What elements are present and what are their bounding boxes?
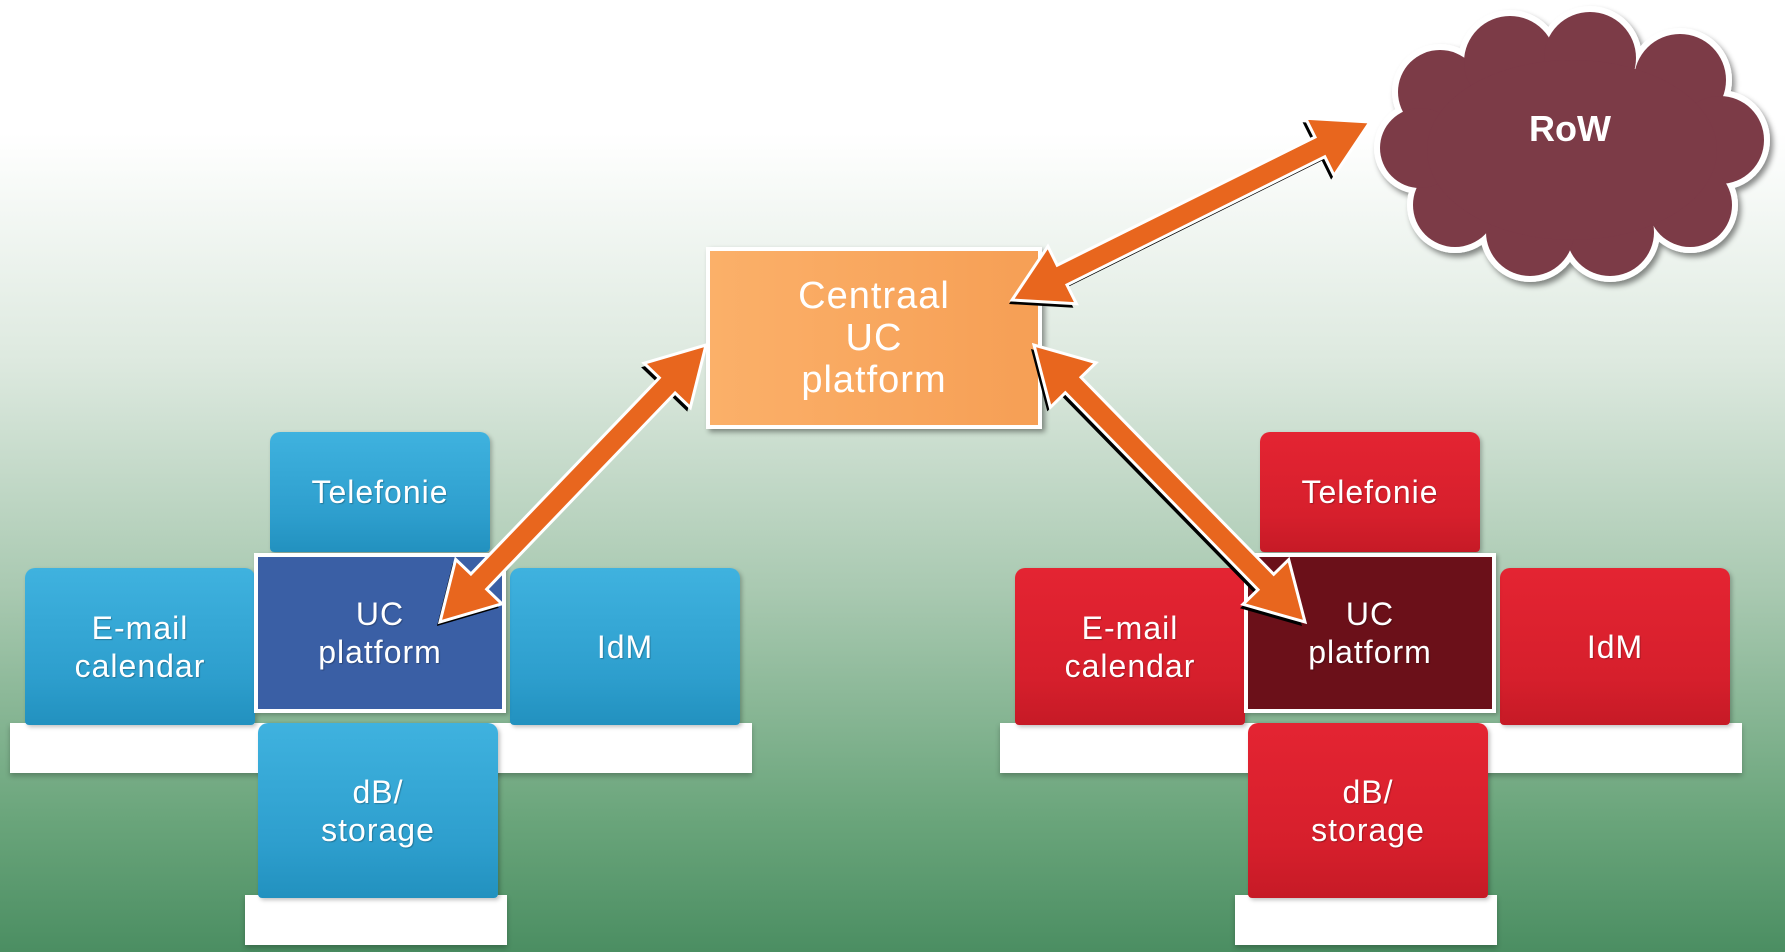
left-db-storage-label: dB/ storage (321, 773, 435, 848)
right-telefonie-label: Telefonie (1301, 474, 1439, 510)
arrow-central-to-right-uc (1031, 342, 1308, 625)
right-db-storage-label: dB/ storage (1311, 773, 1425, 848)
right-telefonie-key: Telefonie (1260, 432, 1480, 552)
row-cloud-label: RoW (1529, 108, 1611, 149)
right-idm-label: IdM (1586, 628, 1644, 665)
right-email-calendar-label: E-mail calendar (1064, 609, 1196, 684)
left-telefonie-key: Telefonie (270, 432, 490, 552)
left-telefonie-label: Telefonie (311, 474, 449, 510)
central-uc-platform-label: Centraal UC platform (798, 275, 950, 401)
left-cluster-base-bottom (245, 895, 507, 945)
left-idm-label: IdM (596, 628, 654, 665)
arrow-central-to-left-uc (437, 342, 709, 625)
left-db-storage-key: dB/ storage (258, 723, 498, 898)
right-uc-platform-label: UC platform (1308, 596, 1432, 670)
left-email-calendar-key: E-mail calendar (25, 568, 255, 725)
right-cluster-base-bottom (1235, 895, 1497, 945)
arrow-central-to-row (1009, 116, 1373, 306)
left-uc-platform-label: UC platform (318, 596, 442, 670)
left-idm-key: IdM (510, 568, 740, 725)
right-db-storage-key: dB/ storage (1248, 723, 1488, 898)
right-email-calendar-key: E-mail calendar (1015, 568, 1245, 725)
central-uc-platform-box: Centraal UC platform (706, 247, 1042, 429)
row-cloud-shape (1374, 6, 1770, 282)
right-idm-key: IdM (1500, 568, 1730, 725)
left-email-calendar-label: E-mail calendar (74, 609, 206, 684)
